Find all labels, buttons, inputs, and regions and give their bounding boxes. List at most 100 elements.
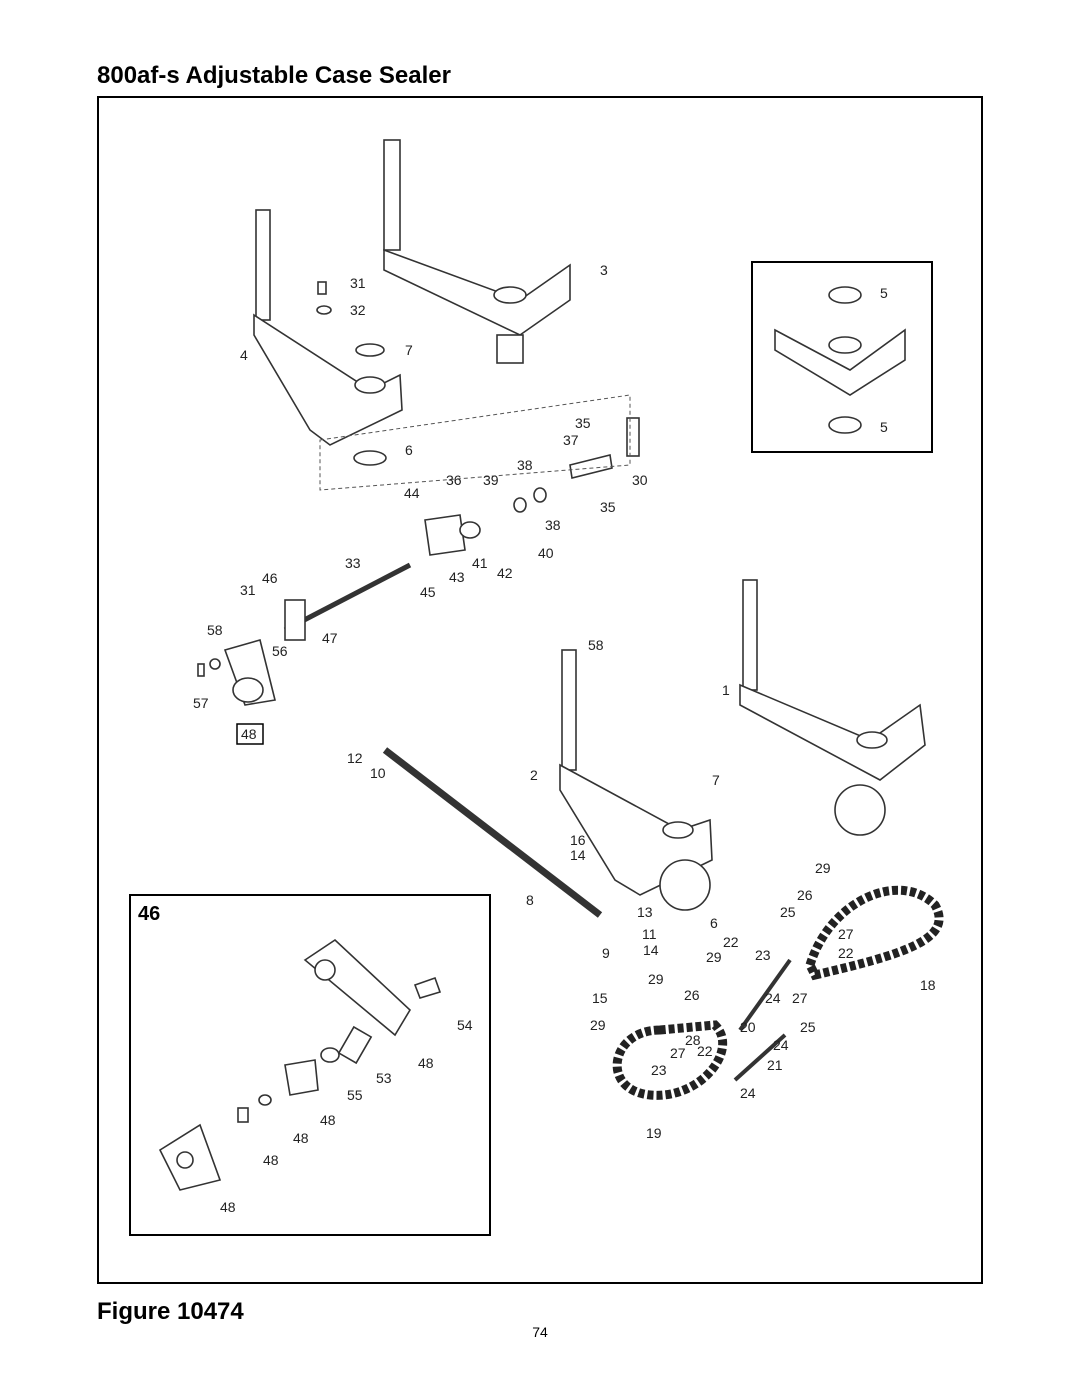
callout-3: 3 <box>600 262 608 278</box>
callout-5a: 5 <box>880 285 888 301</box>
callout-6a: 6 <box>405 442 413 458</box>
callout-20a: 20 <box>740 1019 756 1035</box>
callout-29c: 29 <box>648 971 664 987</box>
callout-20b: 21 <box>767 1057 783 1073</box>
callout-56: 57 <box>193 695 209 711</box>
chain-part-18 <box>612 1020 728 1100</box>
callout-27b: 28 <box>685 1032 701 1048</box>
callout-49: 54 <box>457 1017 473 1033</box>
page-number: 74 <box>532 1324 548 1340</box>
part-46-cluster <box>197 639 276 706</box>
callout-34: 35 <box>600 499 616 515</box>
bracket-44 <box>284 599 306 641</box>
assembly-dashed-outline <box>319 394 631 491</box>
inset-detail-bearing <box>751 261 933 453</box>
link-part-19 <box>738 958 792 1032</box>
part-callouts: 3 31 32 4 7 6 5 5 35 37 38 30 36 39 44 3… <box>138 262 936 1215</box>
callout-14b: 14 <box>643 942 659 958</box>
callout-47: 48 <box>418 1055 434 1071</box>
callout-32: 32 <box>350 302 366 318</box>
callout-5b: 5 <box>880 419 888 435</box>
callout-57: 58 <box>207 622 223 638</box>
callout-4: 4 <box>240 347 248 363</box>
callout-8: 8 <box>526 892 534 908</box>
shaft-33 <box>283 562 412 633</box>
callout-24b: 25 <box>800 1019 816 1035</box>
callout-26b: 27 <box>670 1045 686 1061</box>
arm-part-4 <box>253 209 403 446</box>
callout-2: 2 <box>530 767 538 783</box>
callout-39: 40 <box>538 545 554 561</box>
callout-35b: 36 <box>446 472 462 488</box>
callout-42: 43 <box>449 569 465 585</box>
callout-1: 1 <box>722 682 730 698</box>
callout-box-46 <box>236 723 264 745</box>
callout-25b: 26 <box>684 987 700 1003</box>
callout-31b: 31 <box>240 582 256 598</box>
callout-12: 12 <box>347 750 363 766</box>
callout-6b: 6 <box>710 915 718 931</box>
callout-38a: 38 <box>517 457 533 473</box>
inset-label-46: 46 <box>138 903 160 925</box>
callout-17: 18 <box>920 977 936 993</box>
callout-36: 37 <box>563 432 579 448</box>
callout-18: 19 <box>646 1125 662 1141</box>
callout-27a: 27 <box>838 926 854 942</box>
callout-31a: 31 <box>350 275 366 291</box>
rod-part-8 <box>382 747 603 918</box>
callout-15: 15 <box>592 990 608 1006</box>
callout-53: 48 <box>263 1152 279 1168</box>
callout-44: 47 <box>322 630 338 646</box>
callout-58: 58 <box>588 637 604 653</box>
callout-22d: 24 <box>740 1085 756 1101</box>
arm-part-3 <box>383 139 571 364</box>
callout-45: 46 <box>262 570 278 586</box>
diagram-frame <box>97 96 983 1284</box>
callout-7a: 7 <box>405 342 413 358</box>
link-part-19b <box>733 1033 787 1082</box>
callout-24a: 25 <box>780 904 796 920</box>
figure-label: Figure 10474 <box>97 1298 244 1325</box>
callout-7b: 7 <box>712 772 720 788</box>
page-title: 800af-s Adjustable Case Sealer <box>97 62 451 89</box>
callout-22c: 23 <box>651 1062 667 1078</box>
callout-48: 53 <box>376 1070 392 1086</box>
callout-10: 10 <box>370 765 386 781</box>
callout-14a: 14 <box>570 847 586 863</box>
callout-41: 42 <box>497 565 513 581</box>
callout-52: 48 <box>293 1130 309 1146</box>
callout-38b: 39 <box>483 472 499 488</box>
callout-26a: 27 <box>792 990 808 1006</box>
inset-detail-46 <box>129 894 491 1236</box>
callout-51: 48 <box>320 1112 336 1128</box>
callout-16: 16 <box>570 832 586 848</box>
callout-23: 24 <box>765 990 781 1006</box>
callout-40: 41 <box>472 555 488 571</box>
callout-54: 48 <box>220 1199 236 1215</box>
callout-35a: 35 <box>575 415 591 431</box>
callout-25a: 26 <box>797 887 813 903</box>
callout-9: 9 <box>602 945 610 961</box>
callout-30: 30 <box>632 472 648 488</box>
callout-43b: 45 <box>420 584 436 600</box>
callout-46: 48 <box>241 726 257 742</box>
callout-19b: 24 <box>773 1037 789 1053</box>
callout-13: 13 <box>637 904 653 920</box>
callout-19a: 23 <box>755 947 771 963</box>
callout-22a: 22 <box>838 945 854 961</box>
callout-43a: 44 <box>404 485 420 501</box>
callout-22b: 22 <box>697 1043 713 1059</box>
callout-33: 33 <box>345 555 361 571</box>
chain-part-17 <box>805 885 944 981</box>
callout-28: 29 <box>590 1017 606 1033</box>
callout-29b: 29 <box>706 949 722 965</box>
callout-37: 38 <box>545 517 561 533</box>
arm-part-1 <box>739 579 926 836</box>
small-parts-upper <box>316 281 640 556</box>
arm-part-2 <box>559 649 713 911</box>
callout-50: 55 <box>347 1087 363 1103</box>
callout-55: 56 <box>272 643 288 659</box>
callout-21: 22 <box>723 934 739 950</box>
callout-11: 11 <box>642 926 657 942</box>
